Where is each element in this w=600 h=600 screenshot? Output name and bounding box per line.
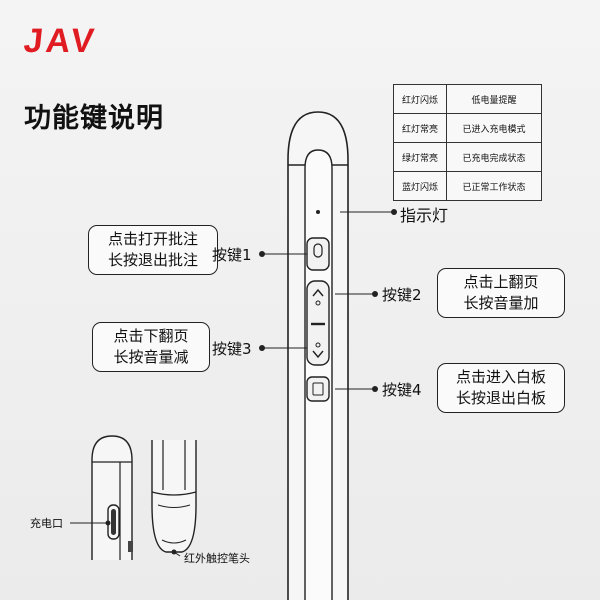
legend-state: 绿灯常亮 bbox=[393, 142, 447, 172]
pen-front-panel bbox=[304, 149, 333, 600]
button3-label: 按键3 bbox=[212, 340, 252, 358]
chevron-up-icon bbox=[312, 288, 324, 297]
button4-pointer-dot bbox=[372, 386, 378, 392]
button2-label: 按键2 bbox=[382, 286, 422, 304]
legend-state: 红灯常亮 bbox=[393, 113, 447, 143]
legend-meaning: 低电量提醒 bbox=[446, 84, 542, 114]
button1-shape bbox=[306, 237, 330, 271]
rocker-down-dot bbox=[315, 342, 321, 348]
table-row: 红灯常亮 已进入充电模式 bbox=[393, 113, 542, 143]
charge-port-label: 充电口 bbox=[30, 517, 63, 530]
button4-desc-line1: 点击进入白板 bbox=[455, 368, 546, 386]
button3-desc-line1: 点击下翻页 bbox=[113, 327, 189, 345]
button2-desc-line2: 长按音量加 bbox=[463, 294, 539, 312]
tip-pen-outline bbox=[151, 440, 197, 553]
table-row: 蓝灯闪烁 已正常工作状态 bbox=[393, 171, 542, 201]
table-row: 红灯闪烁 低电量提醒 bbox=[393, 84, 542, 114]
button2-desc-line1: 点击上翻页 bbox=[463, 273, 539, 291]
legend-state: 蓝灯闪烁 bbox=[393, 171, 447, 201]
indicator-legend-table: 红灯闪烁 低电量提醒 红灯常亮 已进入充电模式 绿灯常亮 已充电完成状态 蓝灯闪… bbox=[393, 84, 542, 201]
usb-c-port-inner bbox=[111, 509, 116, 535]
table-row: 绿灯常亮 已充电完成状态 bbox=[393, 142, 542, 172]
button4-shape bbox=[306, 376, 330, 402]
legend-meaning: 已进入充电模式 bbox=[446, 113, 542, 143]
button1-desc-line2: 长按退出批注 bbox=[107, 251, 198, 269]
button1-pointer-dot bbox=[259, 251, 265, 257]
page-title: 功能键说明 bbox=[24, 103, 164, 134]
charge-pen-outline bbox=[91, 435, 133, 560]
button4-description-box: 点击进入白板 长按退出白板 bbox=[437, 363, 565, 413]
button4-label: 按键4 bbox=[382, 381, 422, 399]
button1-desc-line1: 点击打开批注 bbox=[107, 230, 198, 248]
legend-meaning: 已正常工作状态 bbox=[446, 171, 542, 201]
charge-side-button bbox=[128, 541, 133, 552]
button4-desc-line2: 长按退出白板 bbox=[455, 389, 546, 407]
button1-description-box: 点击打开批注 长按退出批注 bbox=[88, 225, 218, 275]
button2-description-box: 点击上翻页 长按音量加 bbox=[437, 268, 565, 318]
button1-mouse-icon bbox=[313, 243, 323, 258]
whiteboard-icon bbox=[312, 382, 324, 396]
brand-logo: JAV bbox=[22, 22, 99, 60]
button2-pointer-dot bbox=[372, 291, 378, 297]
indicator-light-label: 指示灯 bbox=[400, 206, 449, 225]
button1-label: 按键1 bbox=[212, 246, 252, 264]
infrared-tip-label: 红外触控笔头 bbox=[184, 552, 250, 565]
legend-state: 红灯闪烁 bbox=[393, 84, 447, 114]
button3-description-box: 点击下翻页 长按音量减 bbox=[92, 322, 210, 372]
legend-meaning: 已充电完成状态 bbox=[446, 142, 542, 172]
button3-pointer-dot bbox=[259, 345, 265, 351]
indicator-light-dot bbox=[316, 210, 320, 214]
indicator-pointer-dot bbox=[391, 209, 397, 215]
rocker-up-dot bbox=[315, 300, 321, 306]
button3-desc-line2: 长按音量减 bbox=[113, 348, 189, 366]
chevron-down-icon bbox=[312, 350, 324, 359]
